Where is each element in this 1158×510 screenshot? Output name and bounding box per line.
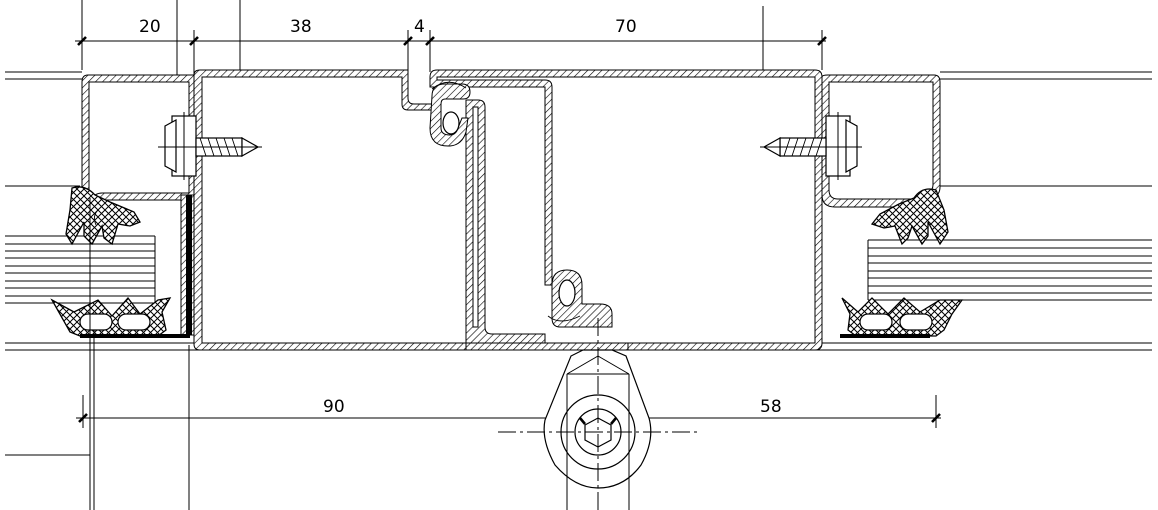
tick-marks-top	[77, 36, 827, 46]
left-spacer-strip	[180, 194, 195, 336]
left-screw	[158, 112, 262, 180]
dim-90: 90	[323, 397, 345, 417]
dim-38: 38	[290, 17, 312, 37]
dim-4-top: 4	[414, 17, 425, 37]
dim-70: 70	[615, 17, 637, 37]
right-upper-gasket	[870, 188, 949, 246]
bottom-clip-joint	[547, 269, 613, 328]
dim-58: 58	[760, 397, 782, 417]
left-lower-gasket	[50, 296, 190, 338]
lower-left-lines	[5, 198, 190, 510]
main-mullion	[193, 69, 823, 351]
top-dimensions: 20 38 4 70	[75, 0, 827, 75]
fixing-bracket	[498, 318, 698, 510]
right-screw	[760, 112, 862, 180]
left-upper-gasket	[65, 186, 141, 246]
right-glass-pane	[867, 239, 1152, 301]
right-lower-gasket	[840, 297, 964, 338]
dim-20: 20	[139, 17, 161, 37]
left-glass-pane	[5, 235, 156, 304]
top-clip-joint	[429, 81, 471, 147]
bottom-dimensions: 90 4 58	[76, 395, 941, 428]
